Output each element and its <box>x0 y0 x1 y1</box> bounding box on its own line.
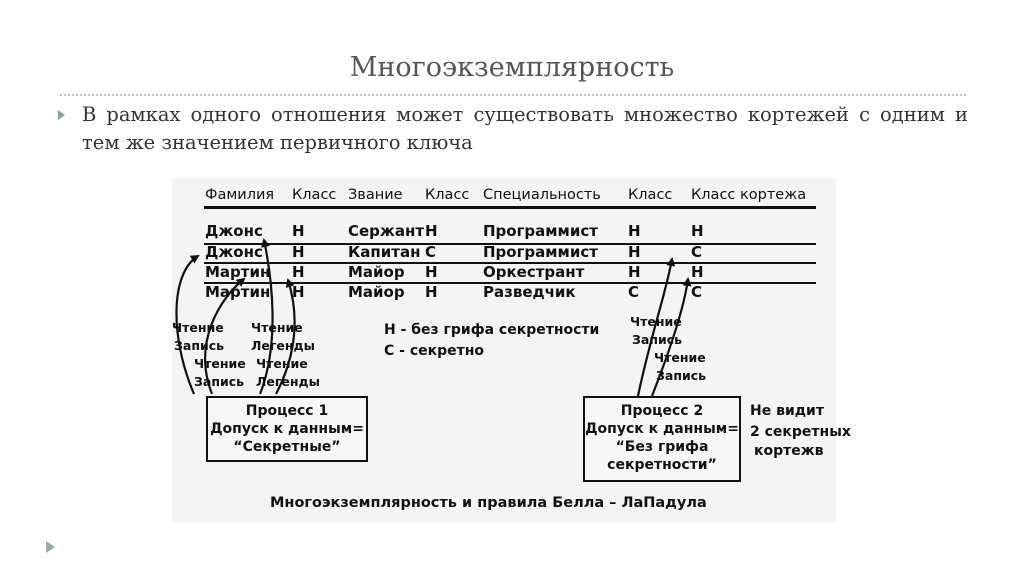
table-cell: Н <box>628 243 641 261</box>
table-cell: Капитан <box>348 243 421 261</box>
arrow-label: Запись <box>656 368 707 383</box>
header-class-2: Класс <box>425 187 470 203</box>
header-rule <box>204 206 816 209</box>
arrow-process2-2 <box>650 277 692 397</box>
arrow-label: Чтение <box>256 356 308 371</box>
bullet-text: В рамках одного отношения может существо… <box>82 103 968 154</box>
table-cell: С <box>425 243 437 261</box>
arrow-label: Запись <box>174 338 225 353</box>
row-rule <box>204 282 816 284</box>
table-cell: Н <box>628 222 641 240</box>
diagram-figure: Фамилия Класс Звание Класс Специальность… <box>172 178 851 522</box>
table-cell: Н <box>425 263 438 281</box>
row-rule <box>204 243 816 245</box>
legend-secret: С - секретно <box>384 343 485 359</box>
title-divider <box>60 94 966 96</box>
process-1-box: Процесс 1 Допуск к данным= “Секретные” <box>206 396 368 462</box>
process-2-note: 2 секретных <box>750 424 851 440</box>
figure-caption: Многоэкземплярность и правила Белла – Ла… <box>270 495 707 511</box>
process-2-line: Допуск к данным= <box>585 421 739 437</box>
row-rule <box>204 262 816 264</box>
arrow-legend-1 <box>258 238 274 395</box>
process-1-line: Процесс 1 <box>245 403 329 419</box>
arrow-label: Легенды <box>256 374 320 389</box>
table-cell: С <box>691 243 703 261</box>
arrow-process2-1 <box>636 257 676 397</box>
header-rank: Звание <box>348 187 403 203</box>
arrow-label: Чтение <box>172 320 224 335</box>
arrow-read-write-inner <box>204 277 246 395</box>
table-cell: Оркестрант <box>483 263 585 281</box>
table-cell: Н <box>691 263 704 281</box>
table-cell: Н <box>292 263 305 281</box>
arrow-label: Чтение <box>251 320 303 335</box>
arrow-label: Запись <box>194 374 245 389</box>
table-cell: Программист <box>483 243 598 261</box>
table-cell: Н <box>292 283 305 301</box>
arrow-label: Запись <box>632 332 683 347</box>
legend-unclassified: Н - без грифа секретности <box>384 322 600 338</box>
arrow-label: Чтение <box>194 356 246 371</box>
table-cell: Программист <box>483 222 598 240</box>
table-cell: С <box>628 283 640 301</box>
process-1-line: Допуск к данным= <box>210 421 364 437</box>
table-cell: Мартин <box>205 263 271 281</box>
table-cell: Сержант <box>348 222 425 240</box>
table-cell: Н <box>425 283 438 301</box>
table-cell: Н <box>425 222 438 240</box>
table-cell: Джонс <box>205 243 263 261</box>
arrow-legend-2 <box>275 278 296 395</box>
table-cell: Разведчик <box>483 283 576 301</box>
next-slide-arrow-icon[interactable] <box>46 541 55 553</box>
flow-arrows <box>175 238 692 397</box>
process-2-box: Процесс 2 Допуск к данным= “Без грифа се… <box>583 396 741 482</box>
process-1-line: “Секретные” <box>233 439 341 455</box>
arrow-label: Легенды <box>251 338 315 353</box>
slide-title: Многоэкземплярность <box>349 52 675 83</box>
table-cell: Н <box>292 222 305 240</box>
process-2-line: Процесс 2 <box>620 403 704 419</box>
table-cell: Н <box>628 263 641 281</box>
table-cell: Н <box>691 222 704 240</box>
header-surname: Фамилия <box>205 187 275 203</box>
table-cell: Джонс <box>205 222 263 240</box>
header-specialty: Специальность <box>483 187 601 203</box>
process-2-line: секретности” <box>607 457 717 473</box>
table-cell: Майор <box>348 263 405 281</box>
table-cell: Мартин <box>205 283 271 301</box>
table-cell: С <box>691 283 703 301</box>
arrow-label: Чтение <box>654 350 706 365</box>
header-class-3: Класс <box>628 187 673 203</box>
arrow-label: Чтение <box>630 314 682 329</box>
header-class-1: Класс <box>292 187 337 203</box>
arrow-read-write-outer <box>175 254 200 395</box>
process-2-line: “Без грифа <box>615 439 709 455</box>
header-tuple-class: Класс кортежа <box>691 187 807 203</box>
table-cell: Н <box>292 243 305 261</box>
table-cell: Майор <box>348 283 405 301</box>
process-2-note: Не видит <box>750 403 824 419</box>
process-2-note: кортежв <box>754 443 824 459</box>
bullet-arrow-icon <box>58 110 65 120</box>
